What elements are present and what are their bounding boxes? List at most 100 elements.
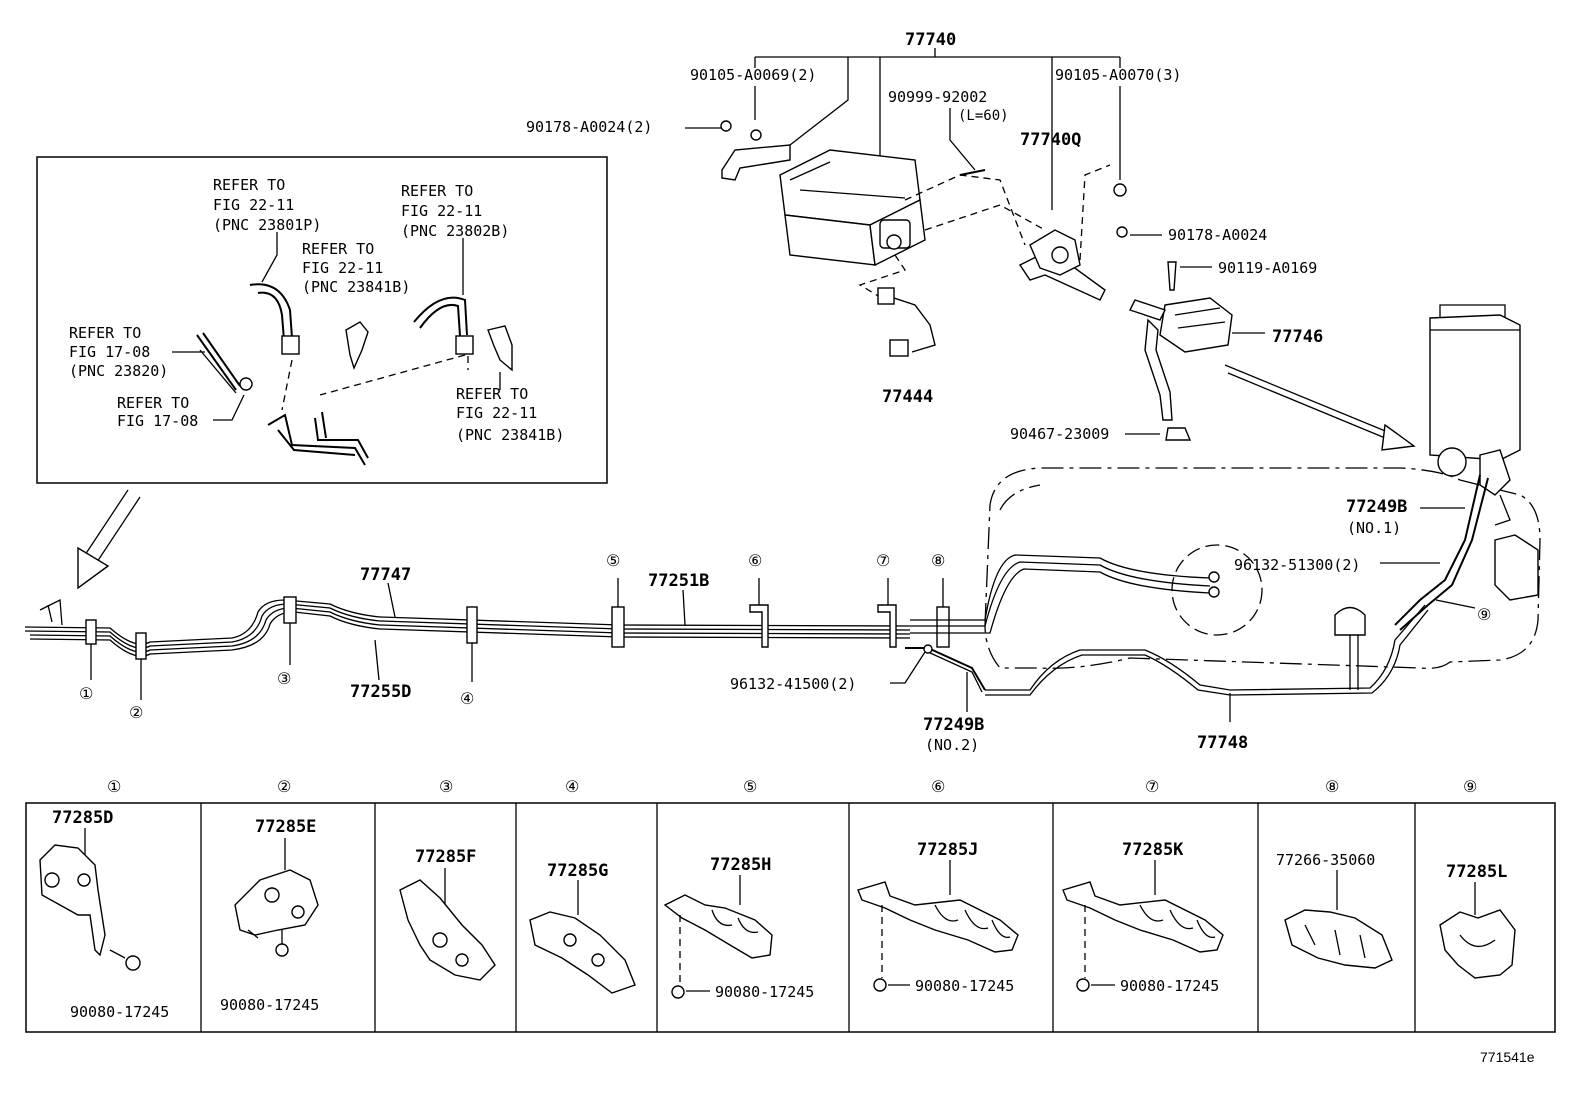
inset-ref1-line2: FIG 22-11	[213, 196, 294, 214]
clamp-9-drawing	[1439, 909, 1516, 979]
inset-ref1-line3: (PNC 23801P)	[213, 216, 321, 234]
hose-77444	[884, 294, 936, 353]
clamp-2-hole	[264, 887, 280, 903]
pipe-77748-b	[985, 609, 1429, 696]
clamp-1-hole	[44, 872, 60, 888]
clamp-6-nut	[873, 978, 887, 992]
filler-canister-cap	[1430, 304, 1520, 331]
callout-7: ⑦	[876, 551, 890, 570]
hose-filter	[1144, 318, 1173, 421]
clamp-3-hole	[432, 932, 448, 948]
inset-fitting	[239, 377, 253, 391]
inset-ref4-line1: REFER TO	[69, 324, 141, 342]
clamp-7-loops	[1139, 904, 1216, 939]
inset-ref4-line2: FIG 17-08	[69, 343, 150, 361]
filler-canister	[1429, 314, 1521, 461]
clamp-8-detail	[1304, 924, 1366, 959]
clamp-5-part: 77285H	[710, 855, 771, 875]
clip-90467	[1165, 427, 1192, 441]
leader-90999	[949, 108, 976, 171]
tank-port-2	[1208, 586, 1220, 598]
vent-unit	[1494, 534, 1539, 601]
filter-inlet	[1129, 299, 1166, 321]
inset-ref3-line2: FIG 22-11	[302, 259, 383, 277]
clamp-table-dividers	[200, 803, 1416, 1032]
clamp-5-loops	[711, 909, 759, 934]
inset-leader-ref5	[213, 394, 245, 421]
inset-ref2-line1: REFER TO	[401, 182, 473, 200]
inset-ref5-line1: REFER TO	[117, 394, 189, 412]
label-77251b: 77251B	[648, 571, 709, 591]
clamp-4-hole	[563, 933, 577, 947]
clamp-2	[135, 632, 147, 660]
callout-leaders	[90, 578, 944, 700]
label-77746: 77746	[1272, 327, 1323, 347]
clamp-6-sub: 90080-17245	[915, 977, 1014, 995]
leader-96132-41500	[890, 651, 926, 684]
label-90105-a0070: 90105-A0070(3)	[1055, 66, 1181, 84]
figure-code: 771541e	[1480, 1049, 1535, 1065]
inset-ref5-line2: FIG 17-08	[117, 412, 198, 430]
clamp-1-nut	[125, 955, 141, 971]
tank-port-1	[1208, 571, 1220, 583]
clamp-1	[85, 619, 97, 645]
clamp-9-part: 77285L	[1446, 862, 1507, 882]
clamp-7-part: 77285K	[1122, 840, 1184, 860]
inset-connector-2	[455, 335, 474, 355]
filler-neck	[1437, 447, 1467, 477]
clamp-7-drawing	[1062, 881, 1224, 953]
leader-77251b	[682, 589, 686, 626]
clamp-1-hole-b	[77, 873, 91, 887]
clamp-header-8: ⑧	[1325, 777, 1339, 796]
label-90467-23009: 90467-23009	[1010, 425, 1109, 443]
tube-ends	[39, 598, 63, 626]
inset-ref4-line3: (PNC 23820)	[69, 362, 168, 380]
label-77444: 77444	[882, 387, 933, 407]
label-77740q: 77740Q	[1020, 130, 1081, 150]
clamp-7-sub: 90080-17245	[1120, 977, 1219, 995]
label-90178-a0024: 90178-A0024	[1168, 226, 1267, 244]
inset-ref2-line2: FIG 22-11	[401, 202, 482, 220]
label-77249b-no1-note: (NO.1)	[1347, 519, 1401, 537]
dash-vsv	[1079, 164, 1111, 261]
clamp-table: ① ② ③ ④ ⑤ ⑥ ⑦ ⑧ ⑨ 77285D 90080-17245 772…	[25, 777, 1556, 1033]
callout-9: ⑨	[1477, 605, 1491, 624]
dashed-connections	[858, 174, 1046, 301]
clamp-header-2: ②	[277, 777, 291, 796]
clamp-2-hole-b	[291, 905, 305, 919]
canister-assembly: 77740 90105-A0069(2) 90105-A0070(3) 9017…	[526, 30, 1323, 443]
clamp-header-7: ⑦	[1145, 777, 1159, 796]
inset-ref6-line1: REFER TO	[456, 385, 528, 403]
clamp-header-6: ⑥	[931, 777, 945, 796]
canister-port	[886, 234, 902, 250]
clamp-header-9: ⑨	[1463, 777, 1477, 796]
label-90999-92002: 90999-92002	[888, 88, 987, 106]
clamp-8-part: 77266-35060	[1276, 851, 1375, 869]
inset-arrow-head	[77, 546, 110, 590]
nut-90178-a0024	[1116, 226, 1128, 238]
connector-77444-top	[877, 287, 895, 305]
fuel-line-assembly: 77747 77251B 77255D ① ② ③ ④ ⑤ ⑥ ⑦ ⑧ ⑨ 96…	[24, 304, 1541, 754]
label-90178-a0024-2: 90178-A0024(2)	[526, 118, 652, 136]
clip-96132-41500	[923, 644, 933, 654]
label-77249b-no2-note: (NO.2)	[925, 736, 979, 754]
clamp-7-nut	[1076, 978, 1090, 992]
clamp-2-drawing	[234, 869, 319, 936]
clamp-3-part: 77285F	[415, 847, 476, 867]
inset-pipe-fig17	[196, 332, 241, 391]
label-90999-length: (L=60)	[958, 108, 1009, 124]
clamp-8	[936, 606, 950, 648]
label-90119-a0169: 90119-A0169	[1218, 259, 1317, 277]
clamp-4-drawing	[529, 911, 636, 994]
clamp-6-part: 77285J	[917, 840, 978, 860]
canister-bracket	[721, 144, 791, 181]
label-96132-41500: 96132-41500(2)	[730, 675, 856, 693]
fuel-tank-outline	[984, 467, 1541, 670]
callout-4: ④	[460, 689, 474, 708]
callout-3: ③	[277, 669, 291, 688]
clamp-9-loop	[1459, 934, 1496, 947]
inset-hose-23802b	[413, 296, 468, 337]
clamp-2-sub: 90080-17245	[220, 996, 319, 1014]
hose-90999	[959, 169, 986, 176]
